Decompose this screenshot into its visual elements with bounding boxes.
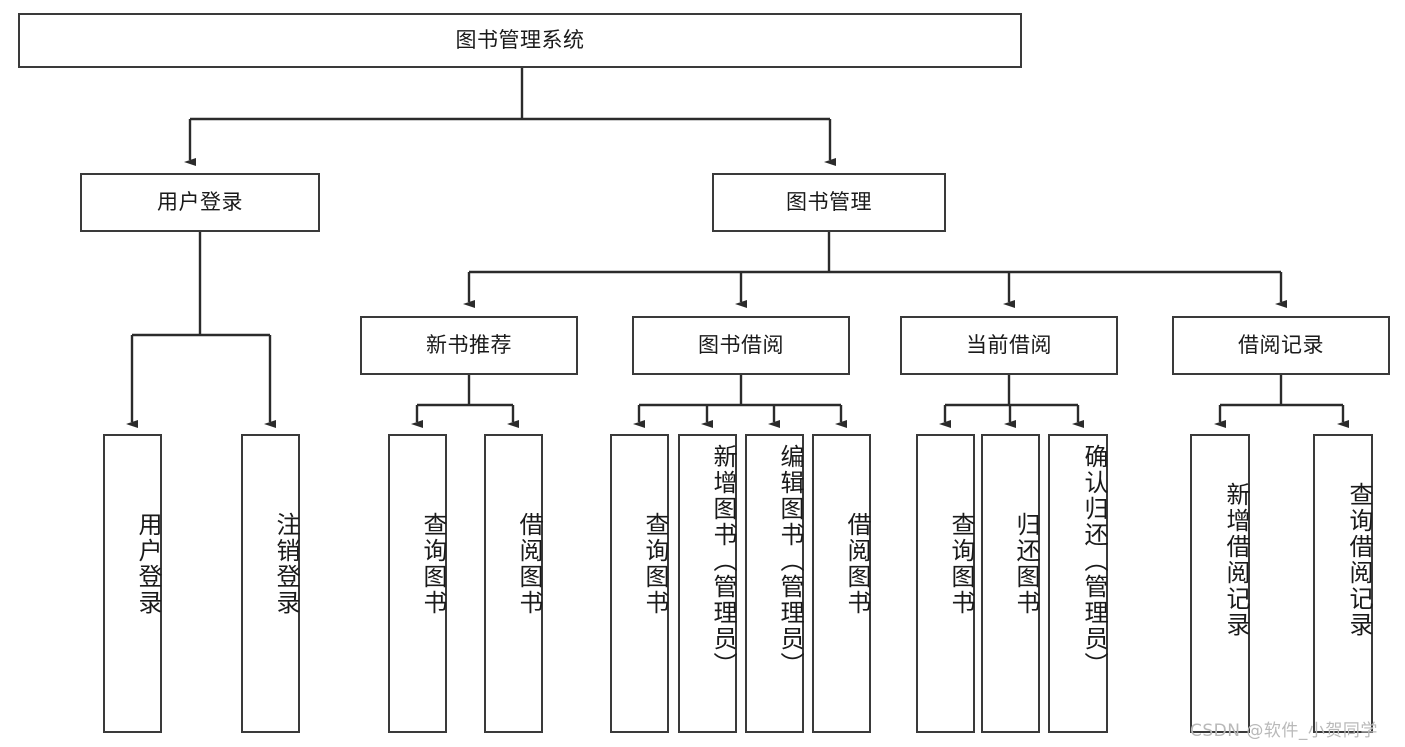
- node-label: 借阅记录: [1238, 333, 1324, 358]
- node-leaf-return-book[interactable]: 归还图书: [981, 434, 1040, 733]
- node-leaf-query-record[interactable]: 查询借阅记录: [1313, 434, 1373, 733]
- watermark: CSDN @软件_小贺同学: [1190, 721, 1378, 741]
- node-leaf-add-book[interactable]: 新增图书（管理员）: [678, 434, 737, 733]
- node-leaf-borrow-book-1[interactable]: 借阅图书: [484, 434, 543, 733]
- node-label: 确认归还（管理员）: [1080, 444, 1108, 678]
- node-leaf-confirm-return[interactable]: 确认归还（管理员）: [1048, 434, 1108, 733]
- node-label: 新增图书（管理员）: [709, 444, 737, 678]
- node-label: 借阅图书: [843, 512, 871, 616]
- node-borrow-record[interactable]: 借阅记录: [1172, 316, 1390, 375]
- node-label: 图书管理系统: [455, 28, 585, 53]
- node-book-borrow[interactable]: 图书借阅: [632, 316, 850, 375]
- node-book-management[interactable]: 图书管理: [712, 173, 946, 232]
- node-label: 查询图书: [641, 512, 669, 616]
- node-label: 新书推荐: [426, 333, 512, 358]
- node-label: 编辑图书（管理员）: [776, 444, 804, 678]
- node-leaf-query-book-2[interactable]: 查询图书: [610, 434, 669, 733]
- node-label: 注销登录: [272, 512, 300, 616]
- node-user-login[interactable]: 用户登录: [80, 173, 320, 232]
- node-leaf-borrow-book-2[interactable]: 借阅图书: [812, 434, 871, 733]
- node-leaf-add-record[interactable]: 新增借阅记录: [1190, 434, 1250, 733]
- node-label: 用户登录: [157, 190, 243, 215]
- node-label: 归还图书: [1012, 512, 1040, 616]
- node-current-borrow[interactable]: 当前借阅: [900, 316, 1118, 375]
- node-label: 查询图书: [419, 512, 447, 616]
- node-leaf-query-book-3[interactable]: 查询图书: [916, 434, 975, 733]
- node-label: 图书借阅: [698, 333, 784, 358]
- node-label: 用户登录: [134, 512, 162, 616]
- node-label: 图书管理: [786, 190, 872, 215]
- node-leaf-user-login[interactable]: 用户登录: [103, 434, 162, 733]
- node-label: 当前借阅: [966, 333, 1052, 358]
- node-leaf-edit-book[interactable]: 编辑图书（管理员）: [745, 434, 804, 733]
- node-label: 新增借阅记录: [1222, 482, 1250, 638]
- node-leaf-logout[interactable]: 注销登录: [241, 434, 300, 733]
- node-label: 借阅图书: [515, 512, 543, 616]
- node-label: 查询借阅记录: [1345, 482, 1373, 638]
- node-new-book-recommend[interactable]: 新书推荐: [360, 316, 578, 375]
- node-book-management-system[interactable]: 图书管理系统: [18, 13, 1022, 68]
- node-leaf-query-book-1[interactable]: 查询图书: [388, 434, 447, 733]
- node-label: 查询图书: [947, 512, 975, 616]
